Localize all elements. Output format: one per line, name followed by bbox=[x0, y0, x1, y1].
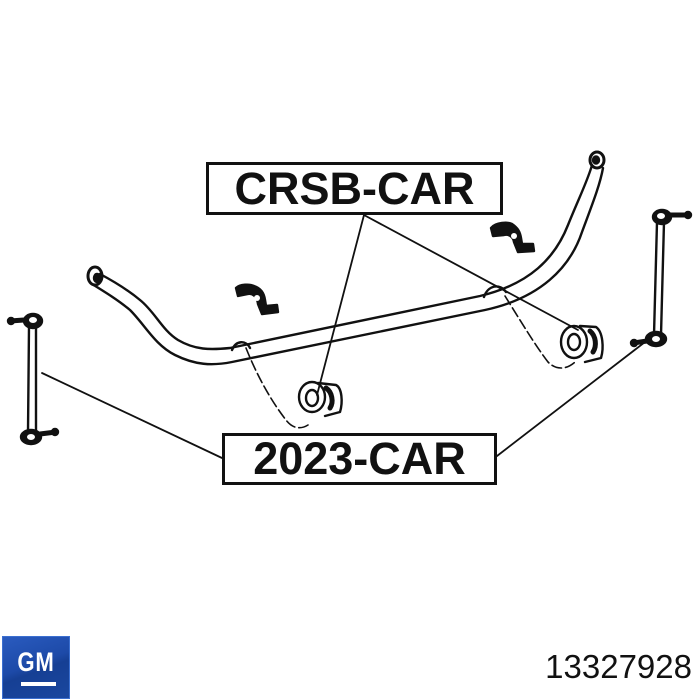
bracket-right bbox=[489, 221, 536, 254]
bushing-part-text: CRSB-CAR bbox=[234, 162, 475, 214]
part-number: 13327928 bbox=[545, 648, 692, 685]
link-part-text: 2023-CAR bbox=[253, 433, 466, 484]
bushing-leader-lines bbox=[316, 214, 579, 396]
bushing-swing-lines bbox=[245, 295, 576, 429]
link-leader-lines bbox=[41, 341, 646, 459]
bushing-part-label: CRSB-CAR bbox=[206, 162, 503, 215]
gm-logo: GM bbox=[2, 636, 70, 699]
stabilizer-link-left bbox=[6, 312, 60, 446]
gm-logo-underline bbox=[21, 682, 56, 686]
bushing-right bbox=[559, 324, 604, 364]
stabilizer-link-right bbox=[629, 208, 693, 348]
link-part-label: 2023-CAR bbox=[222, 433, 497, 485]
gm-logo-text: GM bbox=[17, 647, 55, 677]
bracket-left bbox=[234, 283, 280, 316]
bushing-left bbox=[297, 380, 343, 418]
